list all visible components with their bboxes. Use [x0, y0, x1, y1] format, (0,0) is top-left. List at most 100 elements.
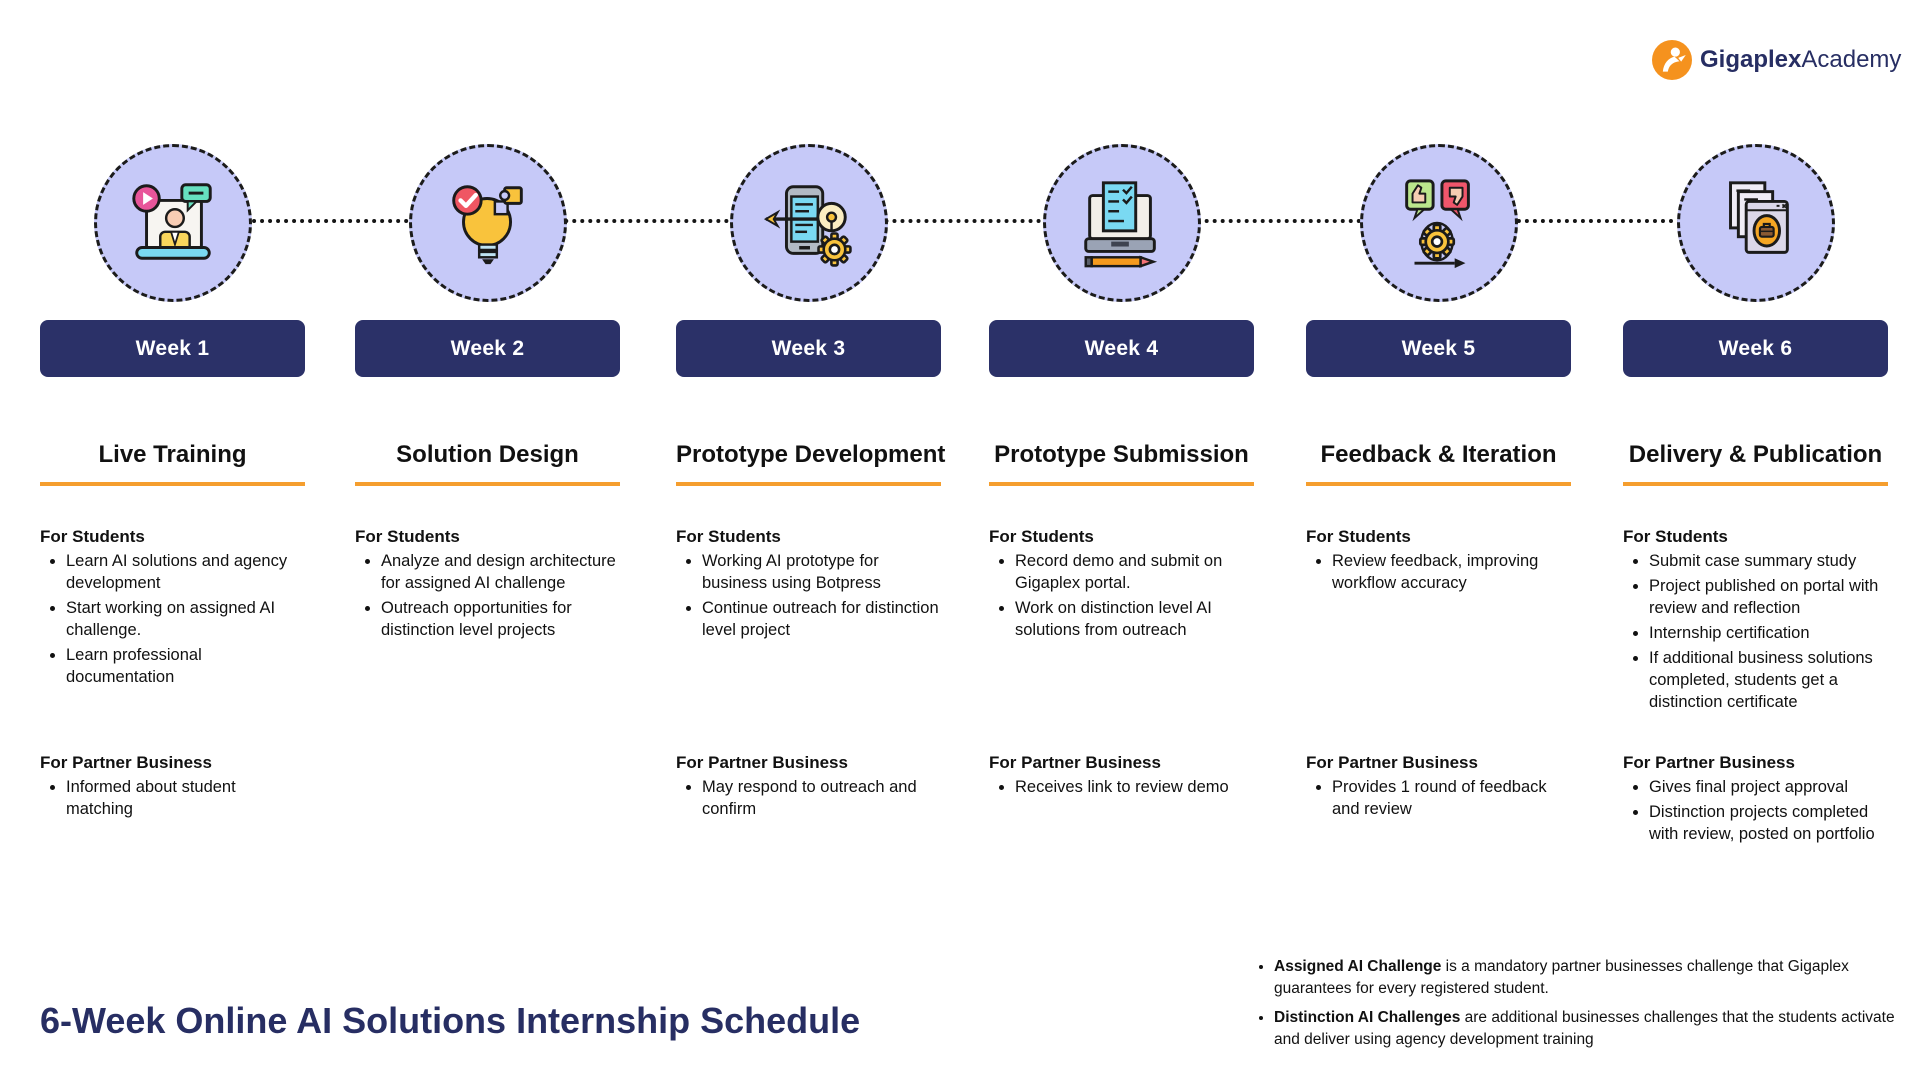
partner-heading: For Partner Business [1623, 753, 1795, 772]
bullet-item: Gives final project approval [1649, 777, 1888, 799]
week-1-partner: For Partner Business Informed about stud… [40, 753, 305, 824]
live-training-icon [131, 183, 212, 260]
bullet-item: If additional business solutions complet… [1649, 648, 1888, 714]
students-list: Analyze and design architecture for assi… [355, 551, 620, 642]
partner-heading: For Partner Business [676, 753, 848, 772]
footnote-bold-lead: Assigned AI Challenge [1274, 958, 1442, 975]
partner-list: Provides 1 round of feedback and review [1306, 777, 1571, 821]
solution-design-icon [451, 185, 523, 265]
week-2-students: For Students Analyze and design architec… [355, 527, 620, 645]
week-2-underline [355, 482, 620, 486]
feedback-iteration-icon [1404, 179, 1470, 269]
delivery-publication-icon [1728, 181, 1789, 254]
bullet-item: Start working on assigned AI challenge. [66, 598, 305, 642]
week-4-underline [989, 482, 1254, 486]
brand-name-bold: Gigaplex [1700, 46, 1802, 73]
students-heading: For Students [40, 527, 145, 546]
footnote-assigned-challenge: Assigned AI Challenge is a mandatory par… [1274, 956, 1900, 999]
bullet-item: Learn professional documentation [66, 645, 305, 689]
week-6-banner: Week 6 [1623, 320, 1888, 377]
students-heading: For Students [1623, 527, 1728, 546]
week-4-column: Week 4 Prototype Submission For Students… [989, 0, 1254, 1080]
partner-list: May respond to outreach and confirm [676, 777, 941, 821]
partner-heading: For Partner Business [40, 753, 212, 772]
week-6-column: Week 6 Delivery & Publication For Studen… [1623, 0, 1888, 1080]
bullet-item: Internship certification [1649, 623, 1888, 645]
partner-heading: For Partner Business [1306, 753, 1478, 772]
footnote-text: is a mandatory partner businesses challe… [1274, 958, 1849, 997]
bullet-item: Informed about student matching [66, 777, 305, 821]
partner-list: Gives final project approvalDistinction … [1623, 777, 1888, 846]
week-2-banner: Week 2 [355, 320, 620, 377]
week-1-icon-circle [93, 144, 252, 302]
week-5-students: For Students Review feedback, improving … [1306, 527, 1571, 598]
week-2-column: Week 2 Solution Design For Students Anal… [355, 0, 620, 1080]
students-list: Review feedback, improving workflow accu… [1306, 551, 1571, 595]
students-list: Submit case summary studyProject publish… [1623, 551, 1888, 714]
week-5-underline [1306, 482, 1571, 486]
bullet-item: May respond to outreach and confirm [702, 777, 941, 821]
footnotes: Assigned AI Challenge is a mandatory par… [1252, 956, 1900, 1059]
week-6-phase-title: Delivery & Publication [1628, 441, 1883, 468]
week-1-phase-title: Live Training [98, 441, 247, 468]
prototype-development-icon [763, 185, 852, 267]
week-1-column: Week 1 Live Training For Students Learn … [40, 0, 305, 1080]
week-6-students: For Students Submit case summary studyPr… [1623, 527, 1888, 717]
partner-list: Receives link to review demo [989, 777, 1254, 799]
students-heading: For Students [1306, 527, 1411, 546]
bullet-item: Work on distinction level AI solutions f… [1015, 598, 1254, 642]
brand-name: GigaplexAcademy [1700, 46, 1901, 74]
week-2-icon-circle [408, 144, 567, 302]
week-2-phase-title: Solution Design [396, 441, 579, 468]
bullet-item: Receives link to review demo [1015, 777, 1254, 799]
brand-name-light: Academy [1801, 46, 1902, 73]
week-5-banner: Week 5 [1306, 320, 1571, 377]
week-3-students: For Students Working AI prototype for bu… [676, 527, 941, 645]
week-3-icon-circle [729, 144, 888, 302]
students-list: Learn AI solutions and agency developmen… [40, 551, 305, 689]
students-heading: For Students [989, 527, 1094, 546]
bullet-item: Continue outreach for distinction level … [702, 598, 941, 642]
week-4-phase-title: Prototype Submission [994, 441, 1249, 468]
week-5-phase-title: Feedback & Iteration [1320, 441, 1557, 468]
week-6-partner: For Partner Business Gives final project… [1623, 753, 1888, 849]
footnote-text: are additional businesses challenges tha… [1274, 1009, 1895, 1049]
week-1-underline [40, 482, 305, 486]
prototype-submission-icon [1083, 181, 1157, 268]
bullet-item: Review feedback, improving workflow accu… [1332, 551, 1571, 595]
students-heading: For Students [676, 527, 781, 546]
footnote-bold-lead: Distinction AI Challenges [1274, 1009, 1461, 1027]
week-3-phase-title: Prototype Development [676, 441, 946, 468]
week-4-students: For Students Record demo and submit on G… [989, 527, 1254, 645]
week-3-underline [676, 482, 941, 486]
week-6-underline [1623, 482, 1888, 486]
bullet-item: Working AI prototype for business using … [702, 551, 941, 595]
week-3-column: Week 3 Prototype Development For Student… [676, 0, 946, 1080]
week-5-column: Week 5 Feedback & Iteration For Students… [1306, 0, 1571, 1080]
bullet-item: Distinction projects completed with revi… [1649, 802, 1888, 846]
partner-list: Informed about student matching [40, 777, 305, 821]
week-3-partner: For Partner Business May respond to outr… [676, 753, 941, 824]
students-list: Working AI prototype for business using … [676, 551, 941, 642]
bullet-item: Project published on portal with review … [1649, 576, 1888, 620]
week-3-banner: Week 3 [676, 320, 941, 377]
partner-heading: For Partner Business [989, 753, 1161, 772]
bullet-item: Provides 1 round of feedback and review [1332, 777, 1571, 821]
gigaplex-logo-icon [1652, 40, 1692, 80]
students-heading: For Students [355, 527, 460, 546]
bullet-item: Outreach opportunities for distinction l… [381, 598, 620, 642]
week-1-banner: Week 1 [40, 320, 305, 377]
week-6-icon-circle [1676, 144, 1835, 302]
page-title: 6-Week Online AI Solutions Internship Sc… [40, 1000, 861, 1041]
week-1-students: For Students Learn AI solutions and agen… [40, 527, 305, 692]
bullet-item: Record demo and submit on Gigaplex porta… [1015, 551, 1254, 595]
timeline-connector [172, 219, 1755, 223]
week-4-partner: For Partner Business Receives link to re… [989, 753, 1254, 802]
week-5-icon-circle [1359, 144, 1518, 302]
week-4-icon-circle [1042, 144, 1201, 302]
students-list: Record demo and submit on Gigaplex porta… [989, 551, 1254, 642]
brand-logo: GigaplexAcademy [1652, 40, 1901, 80]
bullet-item: Submit case summary study [1649, 551, 1888, 573]
bullet-item: Analyze and design architecture for assi… [381, 551, 620, 595]
